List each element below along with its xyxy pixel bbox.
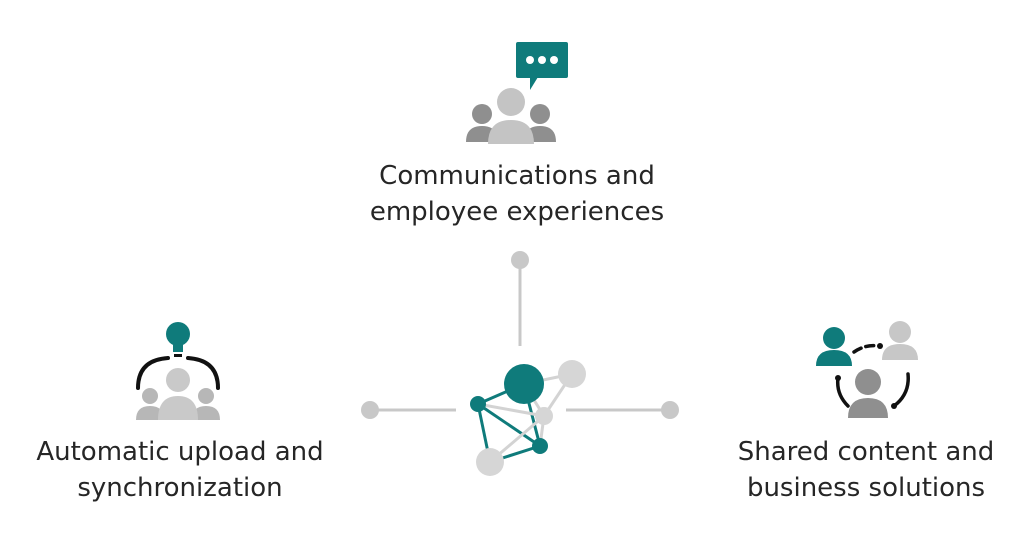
- connector-top-dot: [511, 251, 529, 269]
- node-top-line1: Communications and: [379, 161, 655, 191]
- idea-sync-group-icon: [136, 322, 220, 420]
- node-right-line1: Shared content and: [737, 437, 995, 467]
- network-hub-icon: [361, 251, 679, 476]
- node-label-right: Shared content and business solutions: [716, 434, 1016, 506]
- node-right-line2: business solutions: [746, 473, 986, 503]
- connector-right-dot: [661, 401, 679, 419]
- node-left-line2: synchronization: [77, 473, 283, 503]
- group-chat-icon: [466, 42, 568, 144]
- people-cycle-icon: [816, 321, 918, 418]
- node-top-line2: employee experiences: [369, 197, 665, 227]
- connector-left-dot: [361, 401, 379, 419]
- node-left-line1: Automatic upload and: [36, 437, 324, 467]
- node-label-top: Communications and employee experiences: [352, 158, 682, 230]
- node-label-left: Automatic upload and synchronization: [20, 434, 340, 506]
